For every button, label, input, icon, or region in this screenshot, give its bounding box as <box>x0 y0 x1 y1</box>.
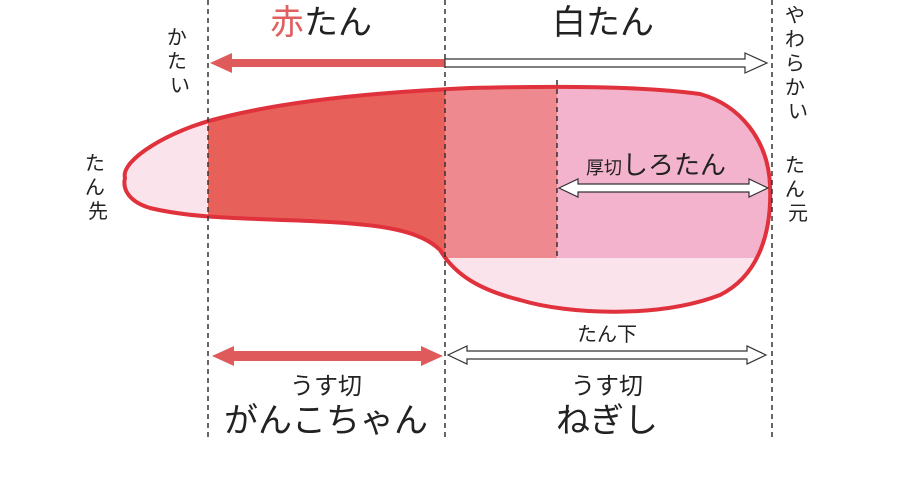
tongue-tip-region <box>124 86 208 312</box>
shirotan-label: 白たん <box>552 3 654 43</box>
akatan-region <box>208 86 445 312</box>
shirotan-hollow-arrow <box>444 52 769 74</box>
yawarakai-label: や わ ら か い <box>785 3 811 123</box>
atsugiri-shirotan-arrow <box>557 178 770 198</box>
akatan-label-rest: たん <box>304 3 372 43</box>
gankochan-label: がんこちゃん <box>224 401 428 441</box>
katai-label: か た い <box>167 25 193 97</box>
tanmoto-label: た ん 元 <box>785 153 811 225</box>
tongue-outline <box>122 84 773 314</box>
akatan-pink-region <box>445 86 557 258</box>
usugiri-left-label: うす切 <box>290 372 362 400</box>
svg-text:厚切しろたん: 厚切しろたん <box>586 151 726 181</box>
tongue-shape <box>124 86 771 312</box>
usugiri-right-label: うす切 <box>571 372 643 400</box>
tanshita-label: たん下 <box>577 322 637 346</box>
akatan-red-arrow <box>210 53 445 73</box>
atsugiri-prefix: 厚切 <box>586 158 622 179</box>
negishi-label: ねぎし <box>556 401 658 441</box>
akatan-label-red: 赤 <box>270 3 304 43</box>
gankochan-red-arrow <box>212 346 443 366</box>
svg-text:赤たん: 赤たん <box>270 3 372 43</box>
shirotan-inner-label: しろたん <box>622 151 726 181</box>
tansaki-label: た ん 先 <box>85 151 111 223</box>
shirotan-region <box>557 86 771 258</box>
negishi-hollow-arrow <box>446 345 768 365</box>
